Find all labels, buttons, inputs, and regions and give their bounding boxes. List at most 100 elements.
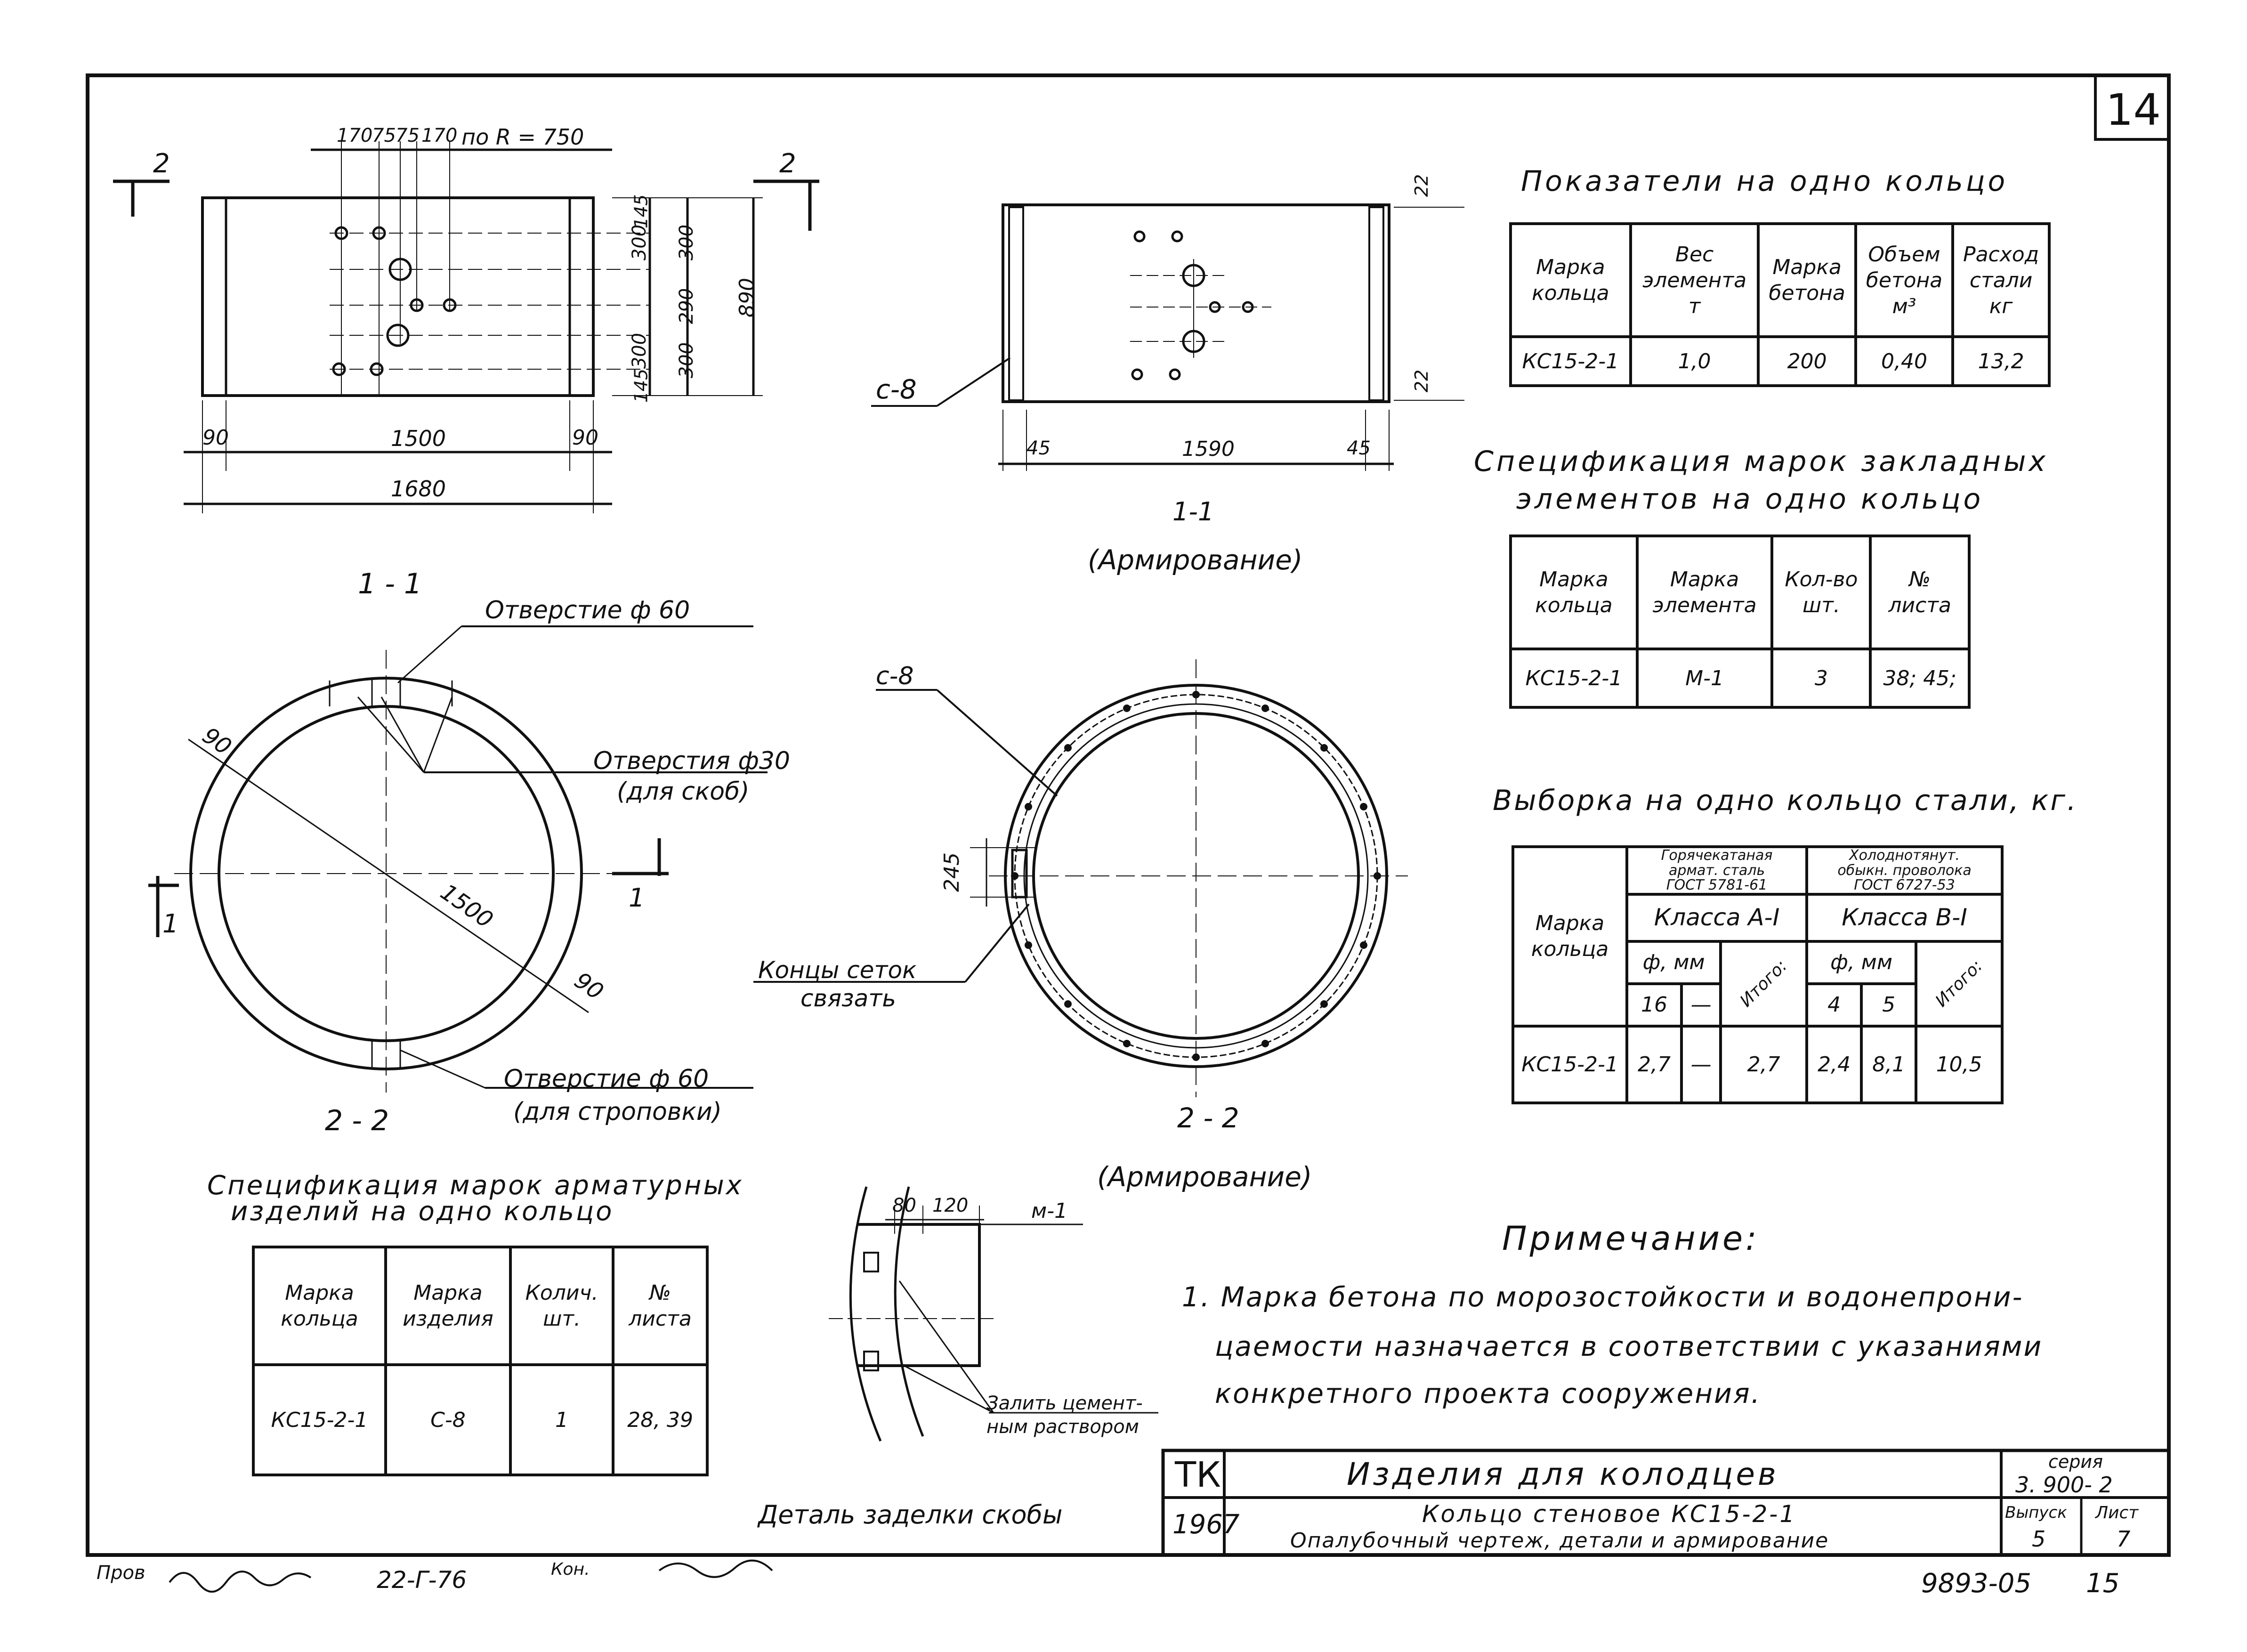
- steel-h-dash: —: [1680, 982, 1722, 1028]
- embedded-title2: элементов на одно кольцо: [1516, 483, 1984, 516]
- steel-cell: 10,5: [1915, 1024, 2004, 1104]
- tb-issue: 5: [2032, 1526, 2046, 1552]
- steel-cell: 2,7: [1625, 1024, 1683, 1104]
- plan-dim-right-300b: 300: [676, 224, 698, 261]
- plan-dim-1680: 1680: [391, 476, 446, 502]
- note-title: Примечание:: [1502, 1219, 1760, 1258]
- reinf-dim-22a: 22: [1411, 174, 1432, 197]
- rebar-title: Спецификация марок арматурных: [207, 1170, 744, 1201]
- reb-cell: 1: [509, 1363, 615, 1476]
- ind-cell: 13,2: [1951, 335, 2051, 387]
- ring-reinf-label-c8: с-8: [876, 662, 914, 690]
- emb-cell: М-1: [1635, 648, 1774, 709]
- plan-dim-bottom-90b: 90: [572, 426, 598, 450]
- ring-label-holes30: Отверстия ф30: [593, 747, 790, 775]
- emb-cell: 3: [1770, 648, 1872, 709]
- tb-sheet-label: Лист: [2095, 1503, 2139, 1522]
- note-line-2: цаемости назначается в соответствии с ук…: [1215, 1330, 2043, 1362]
- plan-dim-170a: 170: [337, 125, 373, 146]
- ind-cell: 1,0: [1629, 335, 1760, 387]
- tb-subtitle1: Кольцо стеновое КС15-2-1: [1422, 1500, 1797, 1528]
- ind-cell: КС15-2-1: [1509, 335, 1632, 387]
- reinf-label-c8: с-8: [876, 374, 917, 405]
- tb-sheet: 7: [2117, 1526, 2131, 1552]
- ind-cell: 0,40: [1854, 335, 1955, 387]
- signature-left: Пров: [97, 1562, 145, 1584]
- tb-subtitle2: Опалубочный чертеж, детали и армирование: [1290, 1529, 1829, 1553]
- reinf-dim-22b: 22: [1411, 369, 1432, 393]
- plan-dim-bottom-1500: 1500: [391, 426, 446, 451]
- tb-title: Изделия для колодцев: [1347, 1456, 1779, 1492]
- plan-dim-right-300a: 300: [629, 224, 651, 261]
- note-line-1: 1. Марка бетона по морозостойкости и вод…: [1182, 1281, 2024, 1313]
- plan-dim-right-145b: 145: [630, 368, 652, 403]
- detail-label-fill: Залить цемент-: [986, 1393, 1143, 1414]
- plan-dim-bottom-90a: 90: [202, 426, 229, 450]
- plan-caption: 1 - 1: [358, 567, 422, 600]
- note-line-3: конкретного проекта сооружения.: [1215, 1377, 1762, 1409]
- detail-label-m1: м-1: [1031, 1199, 1068, 1223]
- ring-section-mark-right: 1: [629, 883, 645, 913]
- ring-label-hole60: Отверстие ф 60: [485, 596, 690, 624]
- ring-reinf-label-ends2: связать: [800, 985, 896, 1012]
- signature-kon: Кон.: [551, 1560, 590, 1579]
- plan-dim-right-145a: 145: [630, 194, 652, 229]
- reinf-subcaption: (Армирование): [1088, 544, 1303, 576]
- reinf-dim-45b: 45: [1347, 437, 1371, 459]
- steel-title: Выборка на одно кольцо стали, кг.: [1493, 784, 2078, 817]
- detail-dim-120: 120: [932, 1195, 969, 1216]
- reinf-view-lines: [871, 203, 1464, 471]
- plan-section-mark-right: 2: [779, 148, 796, 179]
- ring-reinf-caption: 2 - 2: [1177, 1102, 1239, 1134]
- ring-reinf-lines: [753, 659, 1408, 1097]
- signature-date: 22-Г-76: [377, 1566, 467, 1594]
- ring-label-hole60-bottom: Отверстие ф 60: [504, 1065, 709, 1093]
- ring-caption: 2 - 2: [325, 1104, 389, 1137]
- plan-dim-right-300c: 300: [629, 332, 651, 369]
- plan-dim-radius: по R = 750: [461, 124, 584, 150]
- bottom-number: 9893-05: [1921, 1568, 2031, 1599]
- tb-issue-label: Выпуск: [2005, 1503, 2067, 1522]
- steel-h-phi2: ф, мм: [1805, 939, 1918, 985]
- ring-view-lines: [148, 625, 768, 1093]
- ring-reinf-dim-245: 245: [939, 852, 964, 892]
- embedded-title: Спецификация марок закладных: [1474, 445, 2048, 478]
- reb-cell: С-8: [384, 1363, 512, 1476]
- reb-cell: 28, 39: [612, 1363, 709, 1476]
- detail-dim-80: 80: [892, 1195, 916, 1216]
- plan-dim-right-300d: 300: [676, 342, 698, 379]
- tb-series: 3. 900- 2: [2015, 1472, 2113, 1498]
- steel-h-total2: Итого:: [1915, 939, 2004, 1028]
- sheet-frame: [86, 73, 2171, 1557]
- tb-series-label: серия: [2048, 1451, 2103, 1472]
- plan-dim-170b: 170: [421, 125, 458, 146]
- ring-reinf-label-ends: Концы сеток: [758, 956, 917, 984]
- detail-label-fill2: ным раствором: [986, 1416, 1139, 1438]
- indicators-title: Показатели на одно кольцо: [1521, 165, 2008, 198]
- steel-h-class2: Класса В-I: [1805, 892, 2004, 943]
- sheet-number: 14: [2106, 85, 2161, 135]
- plan-dim-75b: 75: [396, 125, 420, 146]
- reb-cell: КС15-2-1: [252, 1363, 387, 1476]
- steel-h-d4: 4: [1805, 982, 1863, 1028]
- emb-cell: КС15-2-1: [1509, 648, 1639, 709]
- title-block-lines: [1161, 1449, 2171, 1557]
- steel-cell: 2,7: [1719, 1024, 1809, 1104]
- ring-reinf-bars: [1011, 691, 1381, 1061]
- ring-label-holes30-note: (для скоб): [617, 777, 750, 806]
